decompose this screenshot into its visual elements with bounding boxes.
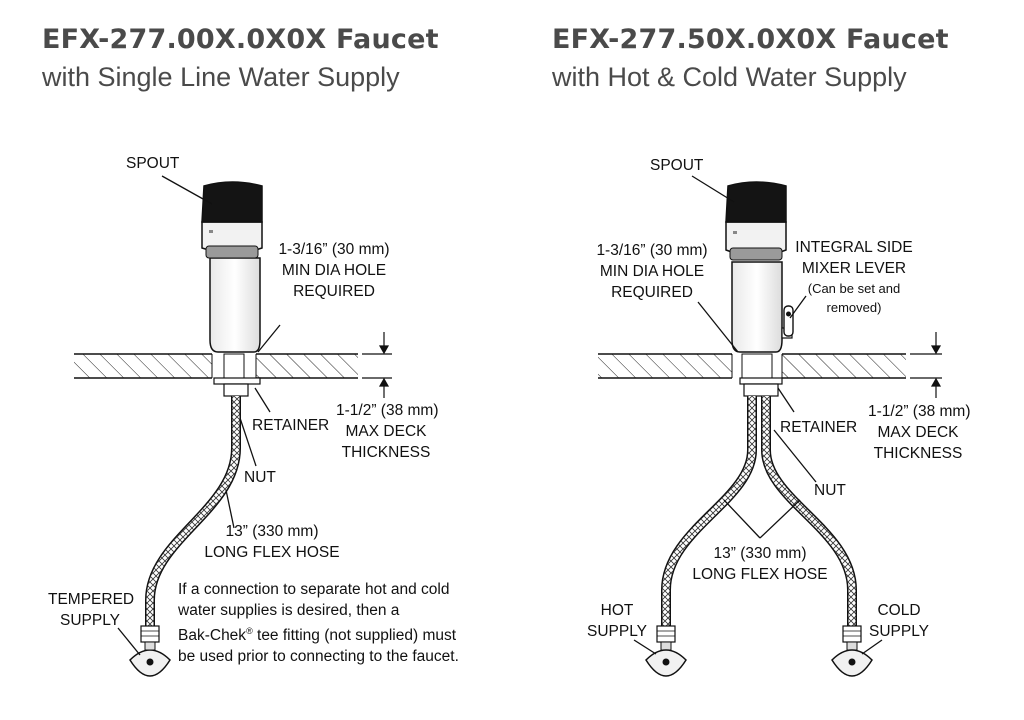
hot-line-1: HOT: [600, 602, 634, 619]
mixer-lever: [781, 305, 794, 339]
deck-thickness-dimension: [910, 332, 942, 398]
tee-fitting-note: If a connection to separate hot and cold…: [178, 579, 459, 667]
countertop-deck: [598, 353, 906, 379]
hose-line-2: LONG FLEX HOSE: [692, 566, 828, 583]
hose-length-callout: 13” (330 mm) LONG FLEX HOSE: [202, 521, 342, 563]
deck-line-1: 1-1/2” (38 mm): [868, 403, 971, 420]
hose-length-callout: 13” (330 mm) LONG FLEX HOSE: [690, 543, 830, 585]
deck-thickness-dimension: [362, 332, 392, 398]
left-title: EFX-277.00X.0X0X Faucet: [42, 24, 439, 55]
hot-flex-hose: [661, 396, 757, 628]
lever-line-2: MIXER LEVER: [801, 260, 907, 277]
retainer-label: RETAINER: [252, 417, 330, 434]
retainer-assembly: [739, 377, 783, 397]
deck-line-3: THICKNESS: [341, 444, 431, 461]
deck-line-2: MAX DECK: [877, 424, 959, 441]
hose-line-1: 13” (330 mm): [225, 523, 319, 540]
hot-cold-faucet-drawing: [598, 175, 942, 677]
mixer-lever-callout: INTEGRAL SIDE MIXER LEVER (Can be set an…: [794, 237, 914, 317]
faucet-body: [725, 181, 787, 353]
hole-size-line-2: MIN DIA HOLE: [599, 263, 705, 280]
deck-line-3: THICKNESS: [873, 445, 963, 462]
nut-label: NUT: [244, 469, 276, 486]
leader-lines: [117, 175, 281, 656]
lever-line-3: (Can be set and: [807, 281, 901, 296]
left-subtitle: with Single Line Water Supply: [42, 62, 400, 92]
cold-supply-label: COLD SUPPLY: [866, 600, 932, 642]
tempered-line-2: SUPPLY: [59, 612, 121, 629]
lever-line-1: INTEGRAL SIDE: [795, 239, 913, 256]
note-line-3-rest: tee fitting (not supplied) must: [252, 627, 457, 645]
deck-thickness-callout: 1-1/2” (38 mm) MAX DECK THICKNESS: [336, 400, 439, 463]
hose-line-2: LONG FLEX HOSE: [204, 544, 340, 561]
spout-label: SPOUT: [126, 155, 180, 172]
flex-hose: [145, 396, 241, 628]
spout-label: SPOUT: [650, 157, 704, 174]
retainer-assembly: [213, 377, 261, 397]
note-line-4: be used prior to connecting to the fauce…: [178, 648, 459, 666]
note-registered-mark: ®: [246, 626, 253, 636]
deck-line-2: MAX DECK: [345, 423, 427, 440]
cold-line-2: SUPPLY: [868, 623, 930, 640]
single-supply-panel: EFX-277.00X.0X0X Faucet with Single Line…: [42, 24, 459, 677]
leader-lines: [633, 175, 883, 655]
hole-size-callout: 1-3/16” (30 mm) MIN DIA HOLE REQUIRED: [278, 239, 390, 302]
hot-supply-label: HOT SUPPLY: [584, 600, 650, 642]
supply-stop-valve: [129, 625, 171, 677]
hose-line-1: 13” (330 mm): [713, 545, 807, 562]
cold-line-1: COLD: [877, 602, 921, 619]
note-line-1: If a connection to separate hot and cold: [178, 581, 450, 598]
note-brand: Bak-Chek: [178, 627, 247, 645]
retainer-label: RETAINER: [780, 419, 858, 436]
note-line-2: water supplies is desired, then a: [178, 602, 400, 619]
hole-size-line-3: REQUIRED: [611, 284, 693, 301]
countertop-deck: [74, 353, 358, 379]
single-supply-faucet-drawing: [74, 175, 392, 677]
hot-line-2: SUPPLY: [586, 623, 648, 640]
hole-size-line-2: MIN DIA HOLE: [281, 262, 387, 279]
note-line-3: Bak-Chek® tee fitting (not supplied) mus…: [178, 621, 459, 646]
hot-supply-stop-valve: [645, 625, 687, 677]
hole-size-line-3: REQUIRED: [293, 283, 375, 300]
tempered-supply-label: TEMPERED SUPPLY: [48, 589, 135, 631]
deck-line-1: 1-1/2” (38 mm): [336, 402, 439, 419]
cold-supply-stop-valve: [831, 625, 873, 677]
hole-size-callout: 1-3/16” (30 mm) MIN DIA HOLE REQUIRED: [596, 240, 708, 303]
hole-size-line-1: 1-3/16” (30 mm): [278, 241, 390, 258]
hole-size-line-1: 1-3/16” (30 mm): [596, 242, 708, 259]
cold-flex-hose: [761, 396, 857, 628]
deck-thickness-callout: 1-1/2” (38 mm) MAX DECK THICKNESS: [868, 401, 971, 464]
hot-cold-supply-panel: EFX-277.50X.0X0X Faucet with Hot & Cold …: [512, 0, 1024, 720]
right-title: EFX-277.50X.0X0X Faucet: [552, 24, 949, 55]
nut-label: NUT: [814, 482, 846, 499]
tempered-line-1: TEMPERED: [48, 591, 135, 608]
lever-line-4: removed): [826, 300, 882, 315]
faucet-body: [201, 181, 263, 353]
right-subtitle: with Hot & Cold Water Supply: [552, 62, 907, 92]
